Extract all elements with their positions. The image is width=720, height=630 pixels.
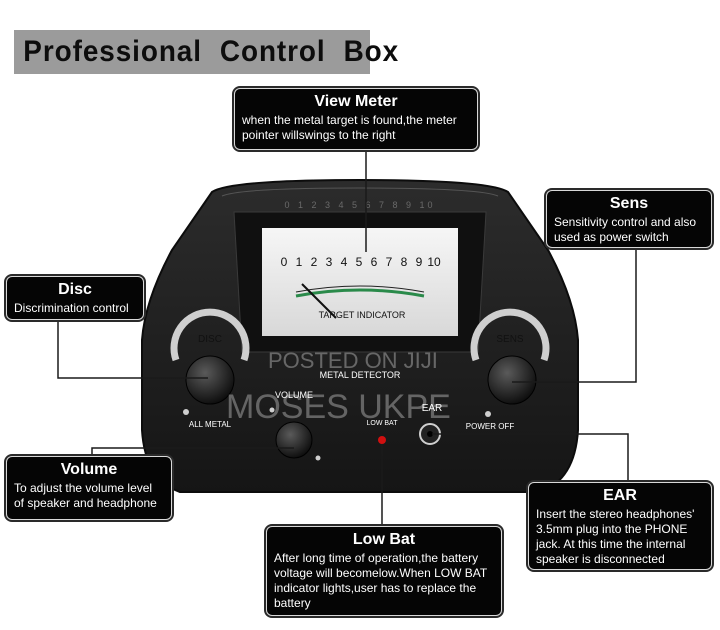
meter-pointer xyxy=(301,283,337,319)
volume-indicator-dot-2 xyxy=(315,455,321,461)
low-bat-led xyxy=(378,436,386,444)
meter-scale-number: 0 xyxy=(281,255,288,269)
callout-ear: EAR Insert the stereo headphones' 3.5mm … xyxy=(528,482,712,570)
meter-arc-black xyxy=(295,285,425,293)
volume-title: Volume xyxy=(60,461,118,478)
meter-arc xyxy=(295,288,425,298)
meter-scale-number: 7 xyxy=(386,255,393,269)
ear-text: Insert the stereo headphones' 3.5mm plug… xyxy=(536,507,695,566)
meter-scale-number: 4 xyxy=(341,255,348,269)
meter-scale-number: 9 xyxy=(416,255,423,269)
volume-text: To adjust the volume level of speaker an… xyxy=(14,481,157,510)
callout-view-meter: View Meter when the metal target is foun… xyxy=(234,88,478,150)
callout-disc: Disc Discrimination control xyxy=(6,276,144,320)
view-meter-title: View Meter xyxy=(314,93,398,110)
volume-label: VOLUME xyxy=(275,390,313,400)
meter-scale-number: 10 xyxy=(427,255,441,269)
disc-text: Discrimination control xyxy=(14,301,129,315)
low-bat-label: LOW BAT xyxy=(367,420,399,427)
callout-low-bat: Low Bat After long time of operation,the… xyxy=(266,526,502,616)
meter-scale-number: 6 xyxy=(371,255,378,269)
all-metal-label: ALL METAL xyxy=(189,420,232,429)
volume-knob[interactable] xyxy=(275,421,313,459)
meter-scale-number: 5 xyxy=(356,255,363,269)
meter-face xyxy=(262,228,458,336)
watermark-line-1: POSTED ON JIJI xyxy=(268,348,438,373)
ear-title: EAR xyxy=(603,487,637,504)
low-bat-text: After long time of operation,the battery… xyxy=(274,551,487,610)
meter-bezel-scale: 0 1 2 3 4 5 6 7 8 9 10 xyxy=(284,200,435,210)
volume-indicator-dot xyxy=(269,407,275,413)
meter-scale-number: 3 xyxy=(326,255,333,269)
disc-indicator-dot xyxy=(183,409,189,415)
sens-knob[interactable] xyxy=(487,355,537,405)
leader-lines xyxy=(57,150,637,526)
leader-sens xyxy=(512,246,637,383)
leader-volume xyxy=(91,447,294,458)
meter-scale-number: 1 xyxy=(296,255,303,269)
disc-knob-bezel xyxy=(170,308,250,362)
sens-text: Sensitivity control and also used as pow… xyxy=(554,215,697,244)
leader-ear xyxy=(432,433,629,484)
page-title: Professional Control Box xyxy=(23,35,400,68)
sens-knob-bezel xyxy=(470,308,550,362)
metal-detector-label: METAL DETECTOR xyxy=(320,370,401,380)
watermark-line-2: MOSES UKPE xyxy=(226,388,451,426)
disc-knob[interactable] xyxy=(185,355,235,405)
view-meter-text: when the metal target is found,the meter… xyxy=(242,113,457,142)
leader-disc xyxy=(57,318,208,379)
ear-label: EAR xyxy=(422,403,443,414)
disc-label: DISC xyxy=(198,334,222,345)
meter-scale-number: 2 xyxy=(311,255,318,269)
meter-scale-number: 8 xyxy=(401,255,408,269)
target-indicator-label: TARGET INDICATOR xyxy=(319,310,406,320)
callout-sens: Sens Sensitivity control and also used a… xyxy=(546,190,712,248)
power-off-label: POWER OFF xyxy=(466,422,515,431)
sens-title: Sens xyxy=(609,195,649,212)
disc-title: Disc xyxy=(58,281,92,298)
ear-jack-hole xyxy=(427,431,433,437)
low-bat-title: Low Bat xyxy=(352,531,416,548)
title-banner: Professional Control Box xyxy=(14,30,398,74)
sens-label: SENS xyxy=(496,334,524,345)
callout-volume: Volume To adjust the volume level of spe… xyxy=(6,456,172,520)
housing-top-rim xyxy=(221,187,499,197)
sens-indicator-dot xyxy=(485,411,491,417)
